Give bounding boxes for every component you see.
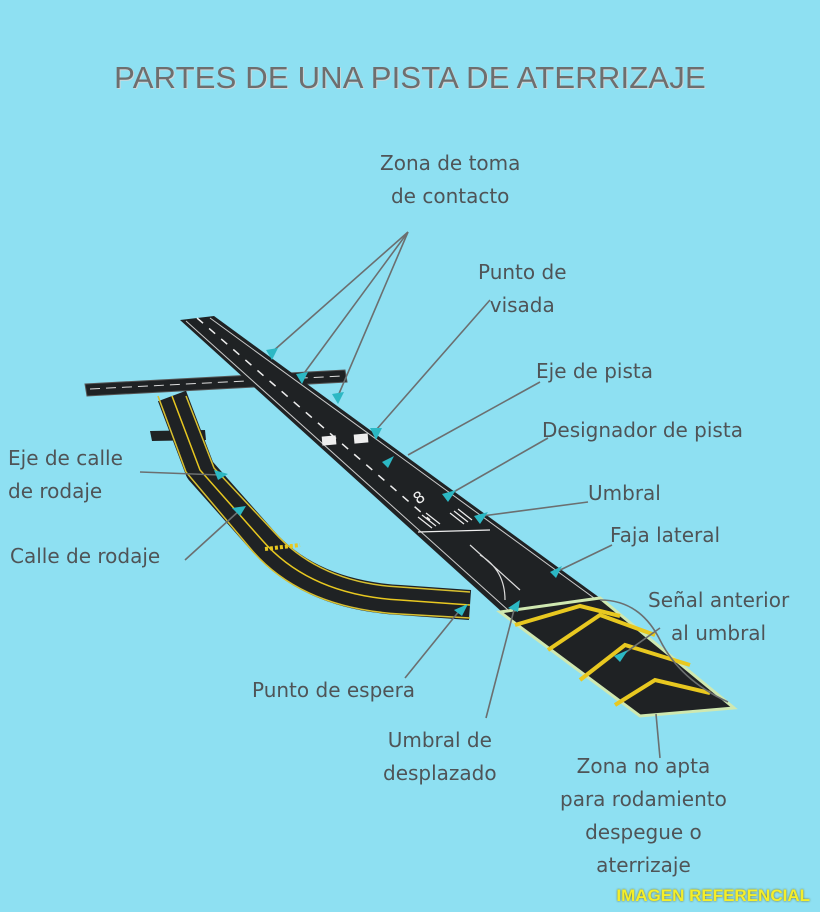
watermark: IMAGEN REFERENCIAL — [616, 886, 810, 905]
displacement-arrow — [469, 544, 521, 601]
taxiway-edge — [157, 395, 471, 619]
label-umbral-desplazado: Umbral de desplazado — [383, 724, 497, 790]
label-line: Señal anterior — [648, 588, 790, 612]
label-senal-anterior-umbral: Señal anterior al umbral — [648, 584, 789, 650]
aiming-point-mark — [353, 433, 369, 444]
label-umbral: Umbral — [588, 481, 661, 505]
label-eje-calle-rodaje: Eje de calle de rodaje — [8, 442, 123, 508]
aiming-point-mark — [321, 435, 337, 446]
label-line: Umbral de — [387, 728, 492, 752]
label-line: aterrizaje — [596, 853, 691, 877]
label-line: Eje de calle — [8, 446, 123, 470]
label-faja-lateral: Faja lateral — [610, 523, 721, 547]
label-eje-pista: Eje de pista — [536, 359, 653, 383]
label-calle-rodaje: Calle de rodaje — [10, 544, 161, 568]
label-line: Zona de toma — [380, 151, 521, 175]
label-punto-espera: Punto de espera — [252, 678, 416, 702]
leader-lines — [139, 231, 729, 759]
taxiway-edge — [185, 395, 471, 593]
pointer-markers — [214, 348, 628, 662]
runway-centerline — [196, 317, 431, 521]
label-line: Punto de — [478, 260, 567, 284]
label-line: al umbral — [671, 621, 767, 645]
label-line: de contacto — [390, 184, 510, 208]
label-line: desplazado — [383, 761, 497, 785]
label-line: para rodamiento — [560, 787, 727, 811]
label-line: Zona no apta — [576, 754, 711, 778]
label-designador-pista: Designador de pista — [542, 418, 743, 442]
label-punto-visada: Punto de visada — [478, 256, 567, 322]
label-zona-toma-contacto: Zona de toma de contacto — [380, 147, 520, 213]
taxiway-centerline — [171, 395, 471, 606]
label-line: despegue o — [585, 820, 702, 844]
label-line: visada — [489, 293, 555, 317]
diagram-title: PARTES DE UNA PISTA DE ATERRIZAJE — [114, 60, 706, 95]
label-line: de rodaje — [8, 479, 103, 503]
label-zona-no-apta: Zona no apta para rodamiento despegue o … — [560, 750, 727, 882]
